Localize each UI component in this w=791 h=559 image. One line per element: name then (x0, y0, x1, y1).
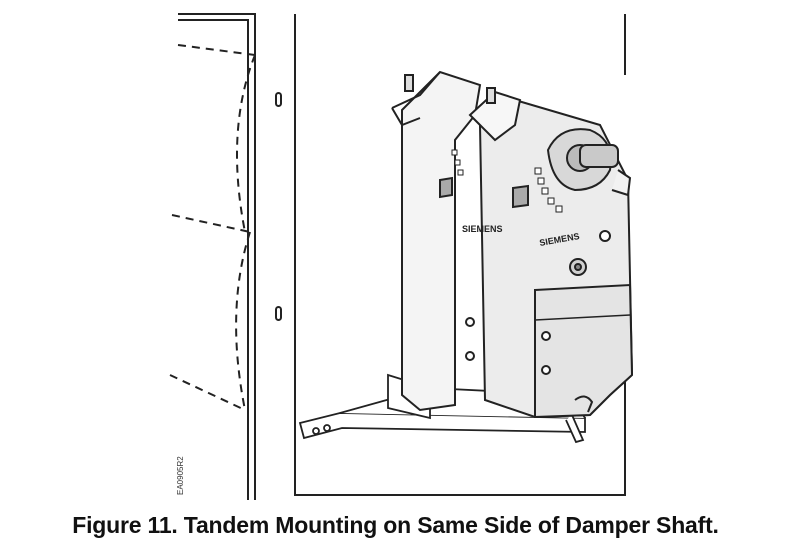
drawing-code: EA0905R2 (176, 456, 185, 495)
tandem-mounting-diagram: SIEMENS SIEMENS EA0905R2 (169, 13, 634, 500)
actuator-brand-rear: SIEMENS (462, 224, 503, 234)
damper-frame (178, 13, 626, 500)
actuator-front (468, 87, 634, 419)
figure-caption: Figure 11. Tandem Mounting on Same Side … (72, 512, 719, 538)
actuator-rear (391, 70, 482, 412)
damper-blades (169, 44, 256, 411)
